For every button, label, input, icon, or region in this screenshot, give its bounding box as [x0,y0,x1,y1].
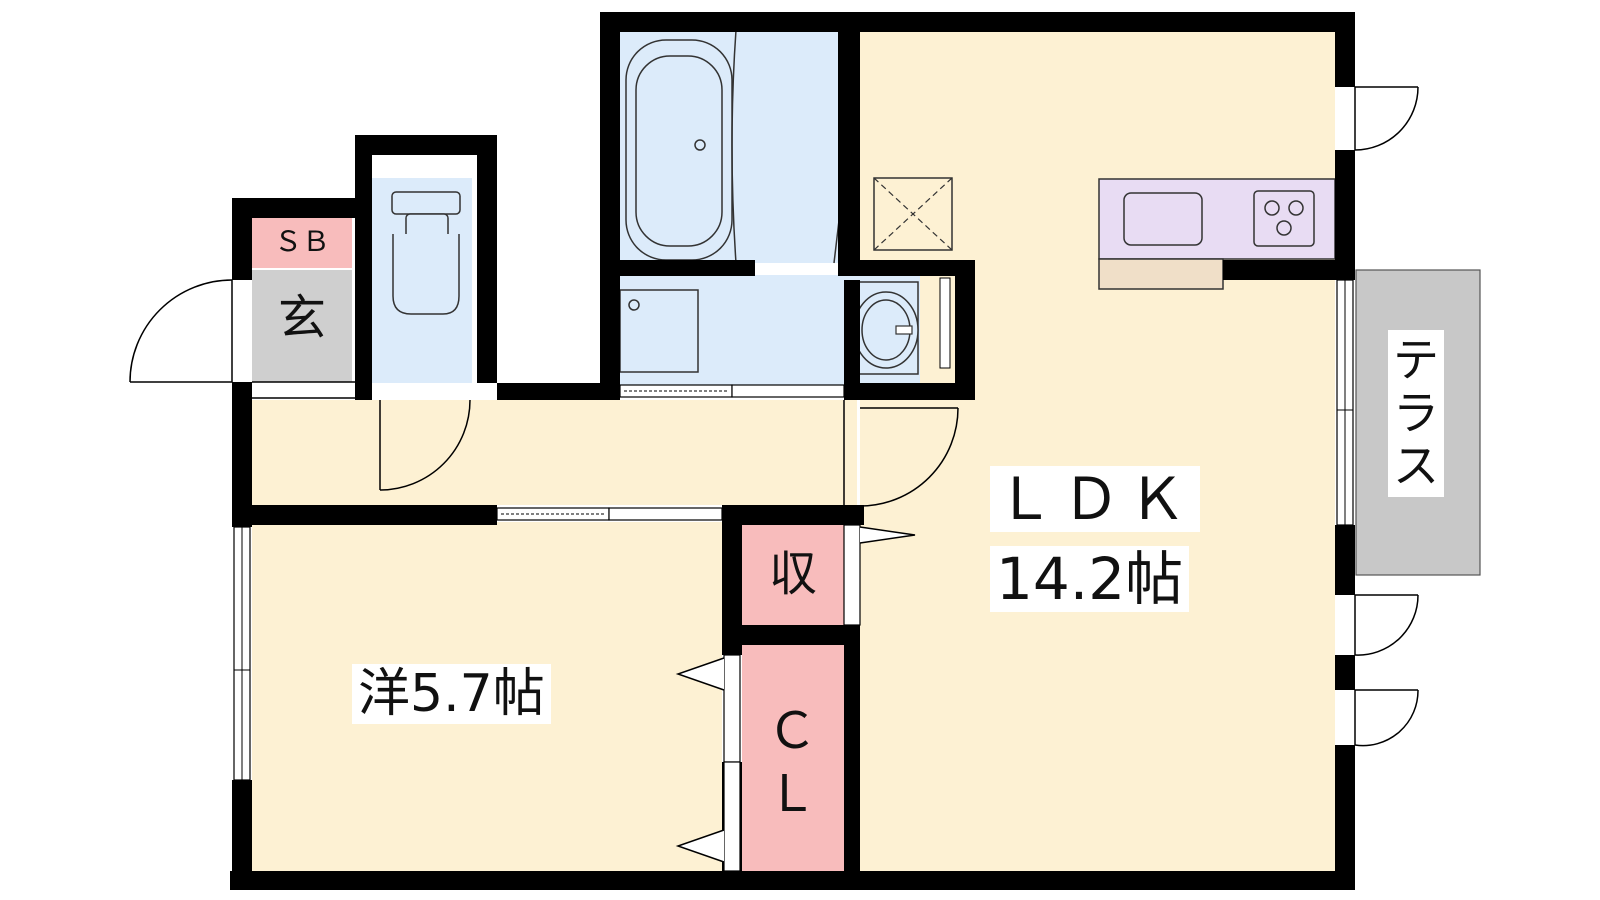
western-room-label: 洋5.7帖 [352,664,551,724]
door-swing-icon [379,399,471,491]
terrace-outline [1355,269,1481,576]
door-swing-icon [129,279,233,383]
entrance-floor [252,270,352,382]
storage-label: 収 [768,546,817,602]
door-swing-icon [843,400,959,507]
storage-floor [742,522,844,625]
terrace-label: テラス [1388,330,1444,497]
ldk-size-label: 14.2帖 [990,546,1190,612]
sb-floor [252,218,352,268]
sliding-door-icon [496,507,723,521]
ldk-name-label: ＬＤＫ [990,466,1201,532]
entrance-label: 玄 [277,290,326,346]
ldk-floor [860,30,1335,873]
closet-label: ＣＬ [767,702,817,823]
door-swing-icon [1354,594,1419,656]
toilet-icon [391,191,461,315]
door-swing-icon [1354,86,1419,151]
walls [230,12,1355,890]
door-swing-icon [1354,689,1419,747]
refrigerator-space-icon [873,177,953,251]
kitchen-lower-counter [1098,258,1224,290]
window-icon [233,526,251,781]
door-swing-icon [843,524,916,626]
bathtub-icon [625,39,733,261]
door-swing-icon [675,654,741,872]
closet-floor [742,645,844,873]
washing-machine-pan-icon [619,289,699,373]
window-icon [1336,279,1354,526]
sliding-door-icon [619,384,845,398]
stove-icon [1253,190,1315,247]
sb-label: ＳＢ [273,225,330,258]
sink-icon [1123,192,1203,246]
hallway-floor [252,400,857,505]
